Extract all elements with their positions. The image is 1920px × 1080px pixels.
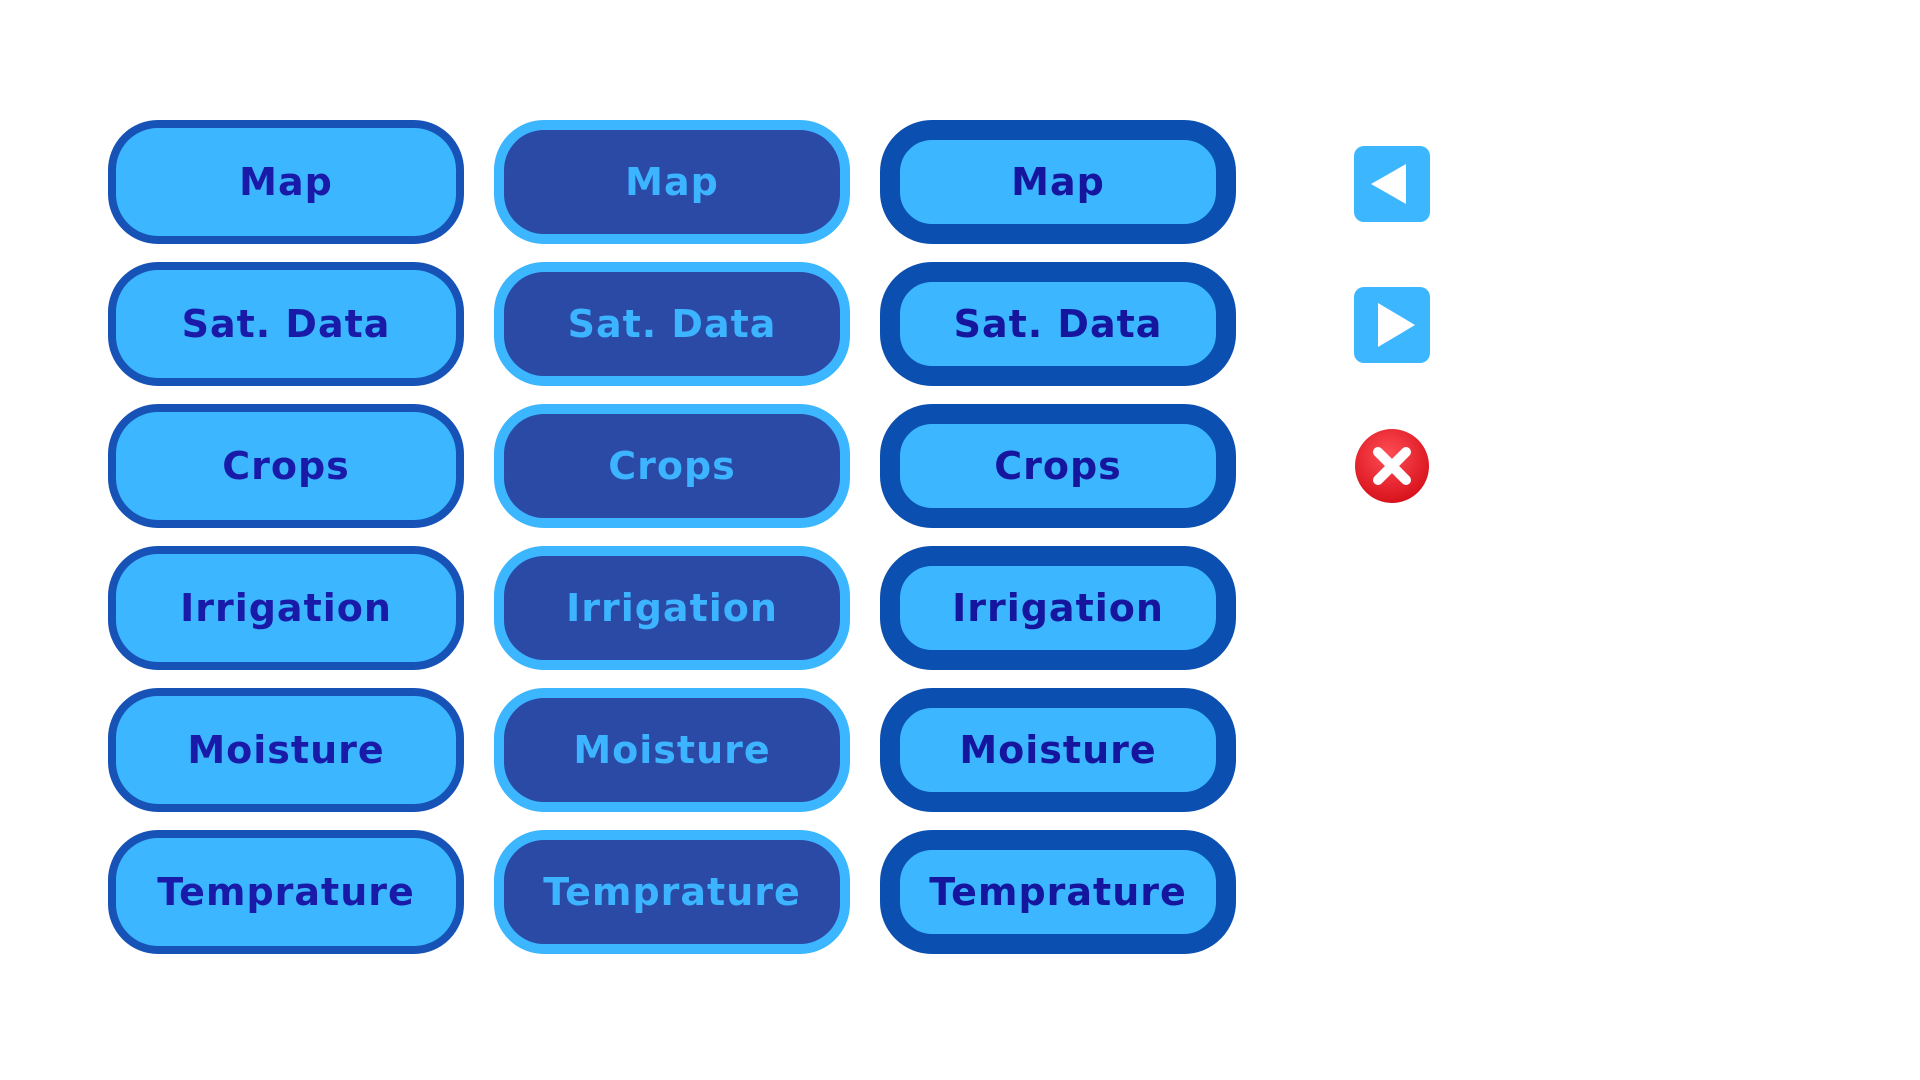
- sat-data-button-style-c[interactable]: Sat. Data: [880, 262, 1236, 386]
- crops-button-style-a[interactable]: Crops: [108, 404, 464, 528]
- button-label: Map: [239, 160, 333, 204]
- button-label: Crops: [222, 444, 350, 488]
- irrigation-button-style-a[interactable]: Irrigation: [108, 546, 464, 670]
- button-grid: Map Map Map Sat. Data Sat. Data Sat. Dat…: [108, 120, 1236, 954]
- button-label: Crops: [994, 444, 1122, 488]
- map-button-style-b[interactable]: Map: [494, 120, 850, 244]
- button-label: Irrigation: [566, 586, 778, 630]
- button-label: Temprature: [543, 870, 801, 914]
- button-label: Temprature: [929, 870, 1187, 914]
- moisture-button-style-b[interactable]: Moisture: [494, 688, 850, 812]
- crops-button-style-b[interactable]: Crops: [494, 404, 850, 528]
- temprature-button-style-c[interactable]: Temprature: [880, 830, 1236, 954]
- previous-button[interactable]: [1354, 146, 1430, 222]
- button-label: Irrigation: [180, 586, 392, 630]
- button-label: Map: [1011, 160, 1105, 204]
- triangle-right-icon: [1378, 303, 1415, 347]
- sat-data-button-style-a[interactable]: Sat. Data: [108, 262, 464, 386]
- button-label: Moisture: [573, 728, 771, 772]
- next-button[interactable]: [1354, 287, 1430, 363]
- moisture-button-style-a[interactable]: Moisture: [108, 688, 464, 812]
- map-button-style-a[interactable]: Map: [108, 120, 464, 244]
- button-label: Sat. Data: [953, 302, 1163, 346]
- button-label: Map: [625, 160, 719, 204]
- button-label: Moisture: [959, 728, 1157, 772]
- temprature-button-style-b[interactable]: Temprature: [494, 830, 850, 954]
- irrigation-button-style-c[interactable]: Irrigation: [880, 546, 1236, 670]
- crops-button-style-c[interactable]: Crops: [880, 404, 1236, 528]
- button-label: Sat. Data: [181, 302, 391, 346]
- map-button-style-c[interactable]: Map: [880, 120, 1236, 244]
- temprature-button-style-a[interactable]: Temprature: [108, 830, 464, 954]
- triangle-left-icon: [1371, 164, 1406, 204]
- button-label: Moisture: [187, 728, 385, 772]
- irrigation-button-style-b[interactable]: Irrigation: [494, 546, 850, 670]
- sat-data-button-style-b[interactable]: Sat. Data: [494, 262, 850, 386]
- close-button[interactable]: [1354, 428, 1430, 504]
- moisture-button-style-c[interactable]: Moisture: [880, 688, 1236, 812]
- close-circle-icon: [1355, 429, 1429, 503]
- button-label: Crops: [608, 444, 736, 488]
- button-label: Sat. Data: [567, 302, 777, 346]
- button-label: Irrigation: [952, 586, 1164, 630]
- button-label: Temprature: [157, 870, 415, 914]
